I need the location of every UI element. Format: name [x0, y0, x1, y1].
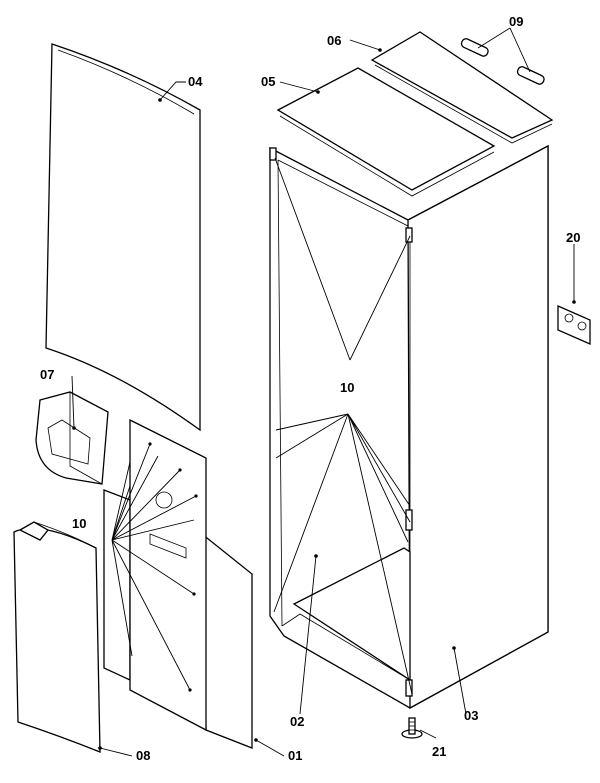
part-06-top-cover: [370, 31, 554, 144]
label-09: 09: [509, 14, 523, 29]
label-10-plate: 10: [72, 516, 86, 531]
label-07: 07: [40, 367, 54, 382]
label-06: 06: [327, 33, 341, 48]
label-05: 05: [261, 74, 275, 89]
label-03: 03: [464, 708, 478, 723]
label-01: 01: [288, 748, 302, 763]
label-21: 21: [432, 744, 446, 759]
part-05-top-cover: [276, 67, 496, 197]
part-20-bracket: [557, 305, 591, 345]
part-09-grommet-1: [460, 38, 489, 57]
label-02: 02: [290, 714, 304, 729]
label-20: 20: [566, 230, 580, 245]
part-02-03-cabinet: [269, 144, 549, 710]
part-07-control-housing: [35, 391, 109, 485]
part-10-leaders-lower: [273, 413, 413, 695]
mounting-plate: [129, 418, 207, 732]
part-08-front-cover: [13, 521, 101, 753]
part-10-leaders-left: [111, 442, 198, 692]
part-09-grommet-2: [516, 66, 545, 85]
part-10-leaders-upper: [274, 157, 411, 361]
label-04: 04: [188, 74, 203, 89]
label-08: 08: [136, 748, 150, 763]
part-21-foot: [401, 717, 423, 739]
label-dots: [72, 48, 576, 750]
label-10-cabinet: 10: [340, 380, 354, 395]
part-04-front-panel: [45, 43, 201, 432]
part-01-side-board: [201, 532, 253, 749]
label-leaders: [71, 27, 575, 757]
